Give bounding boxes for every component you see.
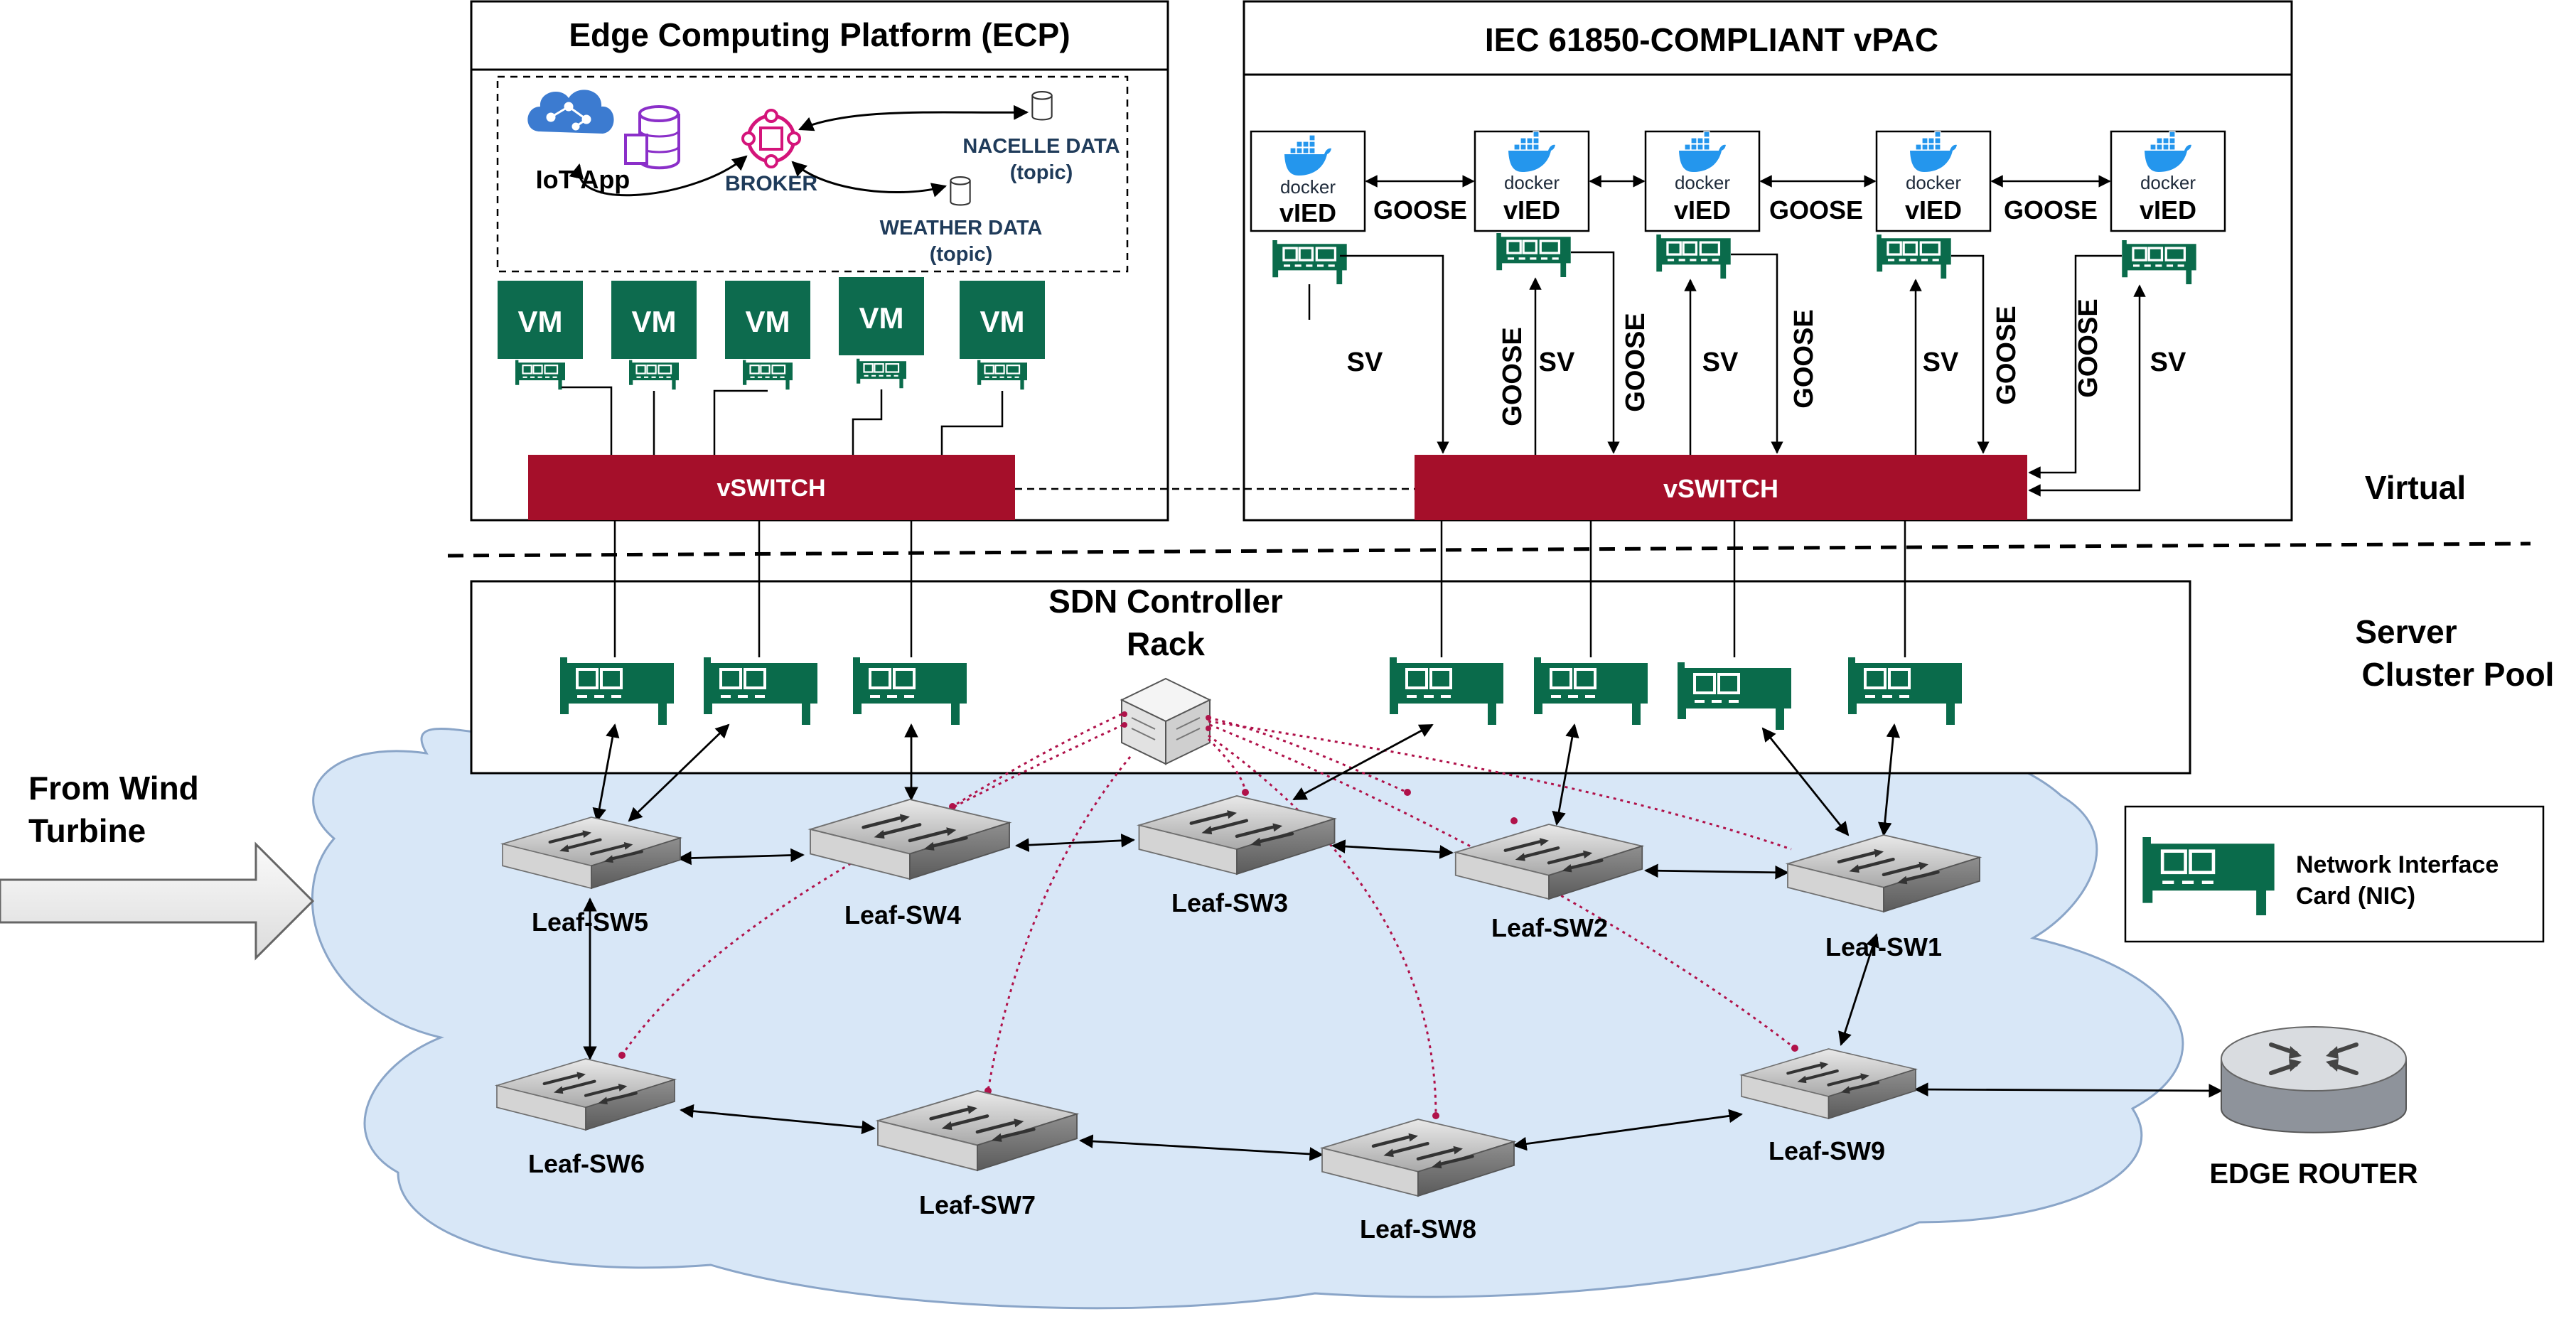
vm-3: VM bbox=[725, 281, 810, 391]
vied-4: docker vIED bbox=[1875, 130, 1992, 280]
broker-nacelle-link bbox=[798, 104, 1029, 131]
vm-4: VM bbox=[839, 277, 924, 389]
sv-label-5: SV bbox=[2150, 347, 2186, 377]
vied-2-goose-down bbox=[1571, 251, 1620, 454]
nic-legend-label-1: Network Interface bbox=[2296, 851, 2499, 878]
sv-label-1: SV bbox=[1347, 347, 1383, 377]
ecp-vswitch bbox=[528, 455, 1015, 520]
wind-turbine-label-1: From Wind bbox=[28, 770, 199, 807]
vm-2: VM bbox=[611, 281, 697, 391]
vpac-vswitch-label: vSWITCH bbox=[1663, 474, 1778, 503]
leaf-sw3-label: Leaf-SW3 bbox=[1171, 888, 1288, 917]
leaf-sw2-label: Leaf-SW2 bbox=[1491, 913, 1608, 942]
nacelle-topic-label: (topic) bbox=[1010, 161, 1073, 184]
virtual-physical-separator bbox=[447, 541, 2531, 558]
goose-vert-label-2: GOOSE bbox=[1621, 313, 1651, 411]
vied-5-sv bbox=[2028, 284, 2146, 497]
wind-turbine-label-2: Turbine bbox=[28, 812, 146, 849]
broker-label: BROKER bbox=[725, 172, 817, 195]
sv-label-4: SV bbox=[1923, 347, 1959, 377]
goose-label-3: GOOSE bbox=[2004, 195, 2098, 225]
iot-broker-link bbox=[569, 155, 748, 197]
vm-row: VM VM VM VM VM bbox=[498, 277, 1045, 391]
ecp-vswitch-label: vSWITCH bbox=[717, 475, 826, 502]
leaf-sw1-label: Leaf-SW1 bbox=[1825, 932, 1942, 961]
vswitch-nic-links bbox=[613, 520, 1906, 657]
nic-legend-label-2: Card (NIC) bbox=[2296, 883, 2415, 910]
goose-vert-label-3: GOOSE bbox=[1789, 309, 1819, 408]
nacelle-label: NACELLE DATA bbox=[962, 135, 1120, 158]
vm-1-label: VM bbox=[518, 305, 563, 338]
leaf-sw7-label: Leaf-SW7 bbox=[919, 1190, 1036, 1219]
vpac-title: IEC 61850-COMPLIANT vPAC bbox=[1485, 21, 1938, 58]
goose-label-1: GOOSE bbox=[1373, 195, 1467, 225]
leaf-sw9-label: Leaf-SW9 bbox=[1769, 1136, 1885, 1165]
broker-weather-link bbox=[791, 161, 948, 198]
sv-label-2: SV bbox=[1539, 347, 1575, 377]
vied-row: docker vIED docker vIED docker vIED dock… bbox=[1250, 130, 2226, 286]
vied-1-docker-label: docker bbox=[1280, 176, 1336, 198]
leaf-sw8-label: Leaf-SW8 bbox=[1360, 1214, 1476, 1244]
server-layer-label-2: Cluster Pool bbox=[2362, 656, 2555, 693]
edge-router-label: EDGE ROUTER bbox=[2209, 1158, 2417, 1190]
vm-2-label: VM bbox=[632, 305, 677, 338]
broker-icon bbox=[741, 109, 801, 168]
goose-vert-label-5: GOOSE bbox=[2073, 298, 2103, 397]
leaf-sw5-label: Leaf-SW5 bbox=[532, 907, 648, 937]
vied-1-sv-link bbox=[1340, 254, 1449, 454]
iot-app-icon bbox=[527, 90, 614, 134]
weather-label: WEATHER DATA bbox=[880, 217, 1043, 239]
edge-router-icon bbox=[2221, 1026, 2407, 1133]
nacelle-topic-icon bbox=[1031, 90, 1053, 121]
vied-4-docker-label: docker bbox=[1906, 172, 1961, 193]
goose-vert-label-1: GOOSE bbox=[1498, 327, 1528, 426]
weather-topic-icon bbox=[950, 176, 971, 206]
wind-turbine-arrow bbox=[0, 841, 315, 961]
vied-3-goose-down bbox=[1731, 253, 1783, 454]
vied-2: docker vIED bbox=[1474, 130, 1590, 279]
sdn-controller-label-2: Rack bbox=[1127, 625, 1205, 662]
ecp-title: Edge Computing Platform (ECP) bbox=[569, 16, 1070, 53]
vied-3-label: vIED bbox=[1674, 195, 1731, 225]
vied-5-docker-label: docker bbox=[2140, 172, 2196, 193]
ecp-app-zone bbox=[496, 75, 1129, 273]
vied-3-docker-label: docker bbox=[1675, 172, 1730, 193]
sdn-controller-server-icon bbox=[1120, 677, 1212, 765]
ecp-panel bbox=[470, 0, 1169, 522]
vied-2-label: vIED bbox=[1503, 195, 1560, 225]
leaf-sw6-label: Leaf-SW6 bbox=[528, 1149, 645, 1178]
vm-3-label: VM bbox=[746, 305, 790, 338]
weather-topic-label: (topic) bbox=[930, 243, 993, 266]
switch-links bbox=[583, 723, 2223, 1161]
vied-2-docker-label: docker bbox=[1504, 172, 1560, 193]
vied-4-goose-down bbox=[1951, 254, 1990, 454]
vied-3: docker vIED bbox=[1644, 130, 1761, 280]
vm-5: VM bbox=[960, 281, 1045, 391]
sv-label-3: SV bbox=[1702, 347, 1739, 377]
iot-app-label: IoT App bbox=[536, 165, 630, 194]
vm-1: VM bbox=[498, 281, 583, 391]
vied-5-label: vIED bbox=[2140, 195, 2196, 225]
vied-4-label: vIED bbox=[1905, 195, 1962, 225]
leaf-sw4-label: Leaf-SW4 bbox=[844, 900, 961, 929]
vied-1: docker vIED bbox=[1250, 130, 1366, 286]
virtual-layer-label: Virtual bbox=[2365, 469, 2466, 506]
vied-1-label: vIED bbox=[1279, 198, 1336, 227]
vpac-vswitch bbox=[1415, 455, 2027, 520]
server-layer-label-1: Server bbox=[2355, 613, 2457, 650]
vm-vswitch-links bbox=[562, 386, 1004, 455]
vm-5-label: VM bbox=[980, 305, 1025, 338]
goose-vert-label-4: GOOSE bbox=[1992, 306, 2022, 404]
vied-5: docker vIED bbox=[2110, 130, 2226, 286]
sdn-controller-label-1: SDN Controller bbox=[1048, 583, 1283, 620]
goose-label-2: GOOSE bbox=[1769, 195, 1863, 225]
vm-4-label: VM bbox=[859, 301, 904, 335]
